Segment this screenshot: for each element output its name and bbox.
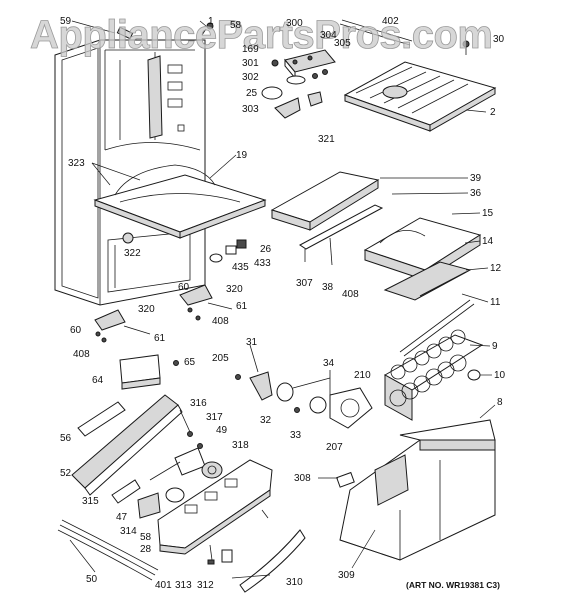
label-28: 28 <box>140 544 152 555</box>
ice-tray-assembly <box>383 299 484 421</box>
label-317: 317 <box>206 412 223 423</box>
label-312: 312 <box>197 580 214 591</box>
label-60-lower: 60 <box>70 325 82 336</box>
label-9: 9 <box>492 341 498 352</box>
label-169: 169 <box>242 44 259 55</box>
shelf-rail-assembly <box>270 171 384 266</box>
part-labels: 59 1 58 300 402 30 169 301 302 304 305 2… <box>60 16 506 591</box>
label-320-lower: 320 <box>138 304 155 315</box>
label-408-lower: 408 <box>73 349 90 360</box>
label-34: 34 <box>323 358 335 369</box>
label-10: 10 <box>494 370 506 381</box>
bottom-parts <box>57 519 306 593</box>
dispenser-housing <box>111 459 273 555</box>
control-housing-assembly <box>261 49 336 119</box>
label-12: 12 <box>490 263 502 274</box>
label-61-upper: 61 <box>236 301 248 312</box>
label-318: 318 <box>232 440 249 451</box>
watermark: AppliancePartsPros.com <box>30 13 493 57</box>
label-58: 58 <box>230 20 242 31</box>
label-302: 302 <box>242 72 259 83</box>
label-60-upper: 60 <box>178 282 190 293</box>
label-205: 205 <box>212 353 229 364</box>
label-36: 36 <box>470 188 482 199</box>
label-305: 305 <box>334 38 351 49</box>
label-8: 8 <box>497 397 503 408</box>
label-210: 210 <box>354 370 371 381</box>
label-52: 52 <box>60 468 72 479</box>
label-1: 1 <box>208 16 214 27</box>
label-33: 33 <box>290 430 302 441</box>
label-307: 307 <box>296 278 313 289</box>
label-401: 401 <box>155 580 172 591</box>
top-wire-and-screws <box>116 19 470 55</box>
label-308: 308 <box>294 473 311 484</box>
label-47: 47 <box>116 512 128 523</box>
label-65: 65 <box>184 357 196 368</box>
label-2: 2 <box>490 107 496 118</box>
label-50: 50 <box>86 574 98 585</box>
water-valve-motor-assembly <box>235 344 373 429</box>
label-323: 323 <box>68 158 85 169</box>
label-39: 39 <box>470 173 482 184</box>
label-207: 207 <box>326 442 343 453</box>
label-59: 59 <box>60 16 72 27</box>
label-38: 38 <box>322 282 334 293</box>
label-433: 433 <box>254 258 271 269</box>
label-19: 19 <box>236 150 248 161</box>
label-25: 25 <box>246 88 258 99</box>
label-14: 14 <box>482 236 494 247</box>
label-316: 316 <box>190 398 207 409</box>
label-32: 32 <box>260 415 272 426</box>
label-435: 435 <box>232 262 249 273</box>
small-fasteners-left <box>122 232 247 263</box>
label-315: 315 <box>82 496 99 507</box>
dispenser-parts <box>71 394 223 496</box>
label-321: 321 <box>318 134 335 145</box>
leader-lines <box>69 20 496 579</box>
freezer-shelf <box>343 61 497 132</box>
label-58-lower: 58 <box>140 532 152 543</box>
refrigerator-cabinet <box>54 39 206 306</box>
label-56: 56 <box>60 433 72 444</box>
label-64: 64 <box>92 375 104 386</box>
ice-bin-panels <box>363 217 482 301</box>
label-314: 314 <box>120 526 137 537</box>
label-309: 309 <box>338 570 355 581</box>
bracket-64 <box>119 354 179 390</box>
hinge-brackets <box>94 284 233 343</box>
label-31: 31 <box>246 337 258 348</box>
label-408-upper: 408 <box>212 316 229 327</box>
label-30: 30 <box>493 34 505 45</box>
label-300: 300 <box>286 18 303 29</box>
label-402: 402 <box>382 16 399 27</box>
label-49: 49 <box>216 425 228 436</box>
label-61-lower: 61 <box>154 333 166 344</box>
label-15: 15 <box>482 208 494 219</box>
label-322: 322 <box>124 248 141 259</box>
label-301: 301 <box>242 58 259 69</box>
label-408-rail: 408 <box>342 289 359 300</box>
label-11: 11 <box>490 297 501 308</box>
art-number: (ART NO. WR19381 C3) <box>406 580 500 590</box>
label-26: 26 <box>260 244 272 255</box>
label-320-upper: 320 <box>226 284 243 295</box>
label-313: 313 <box>175 580 192 591</box>
crisper-cover-shelf <box>93 164 267 239</box>
label-310: 310 <box>286 577 303 588</box>
ice-bucket <box>336 419 496 561</box>
label-304: 304 <box>320 30 337 41</box>
label-303: 303 <box>242 104 259 115</box>
